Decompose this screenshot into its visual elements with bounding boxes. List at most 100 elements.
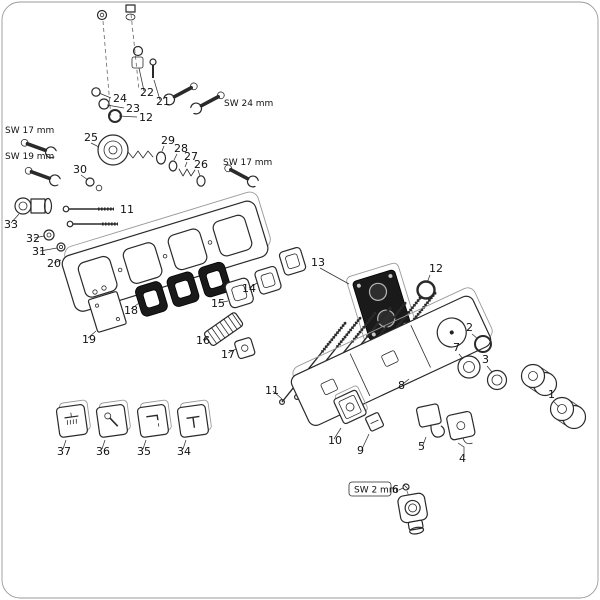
callout-1: 1	[548, 388, 560, 408]
wrench-sw24-icon-b	[186, 91, 225, 116]
part-sleeve-16	[203, 312, 244, 346]
callout-14: 14	[242, 282, 258, 295]
label-4: 4	[459, 452, 466, 465]
callout-20: 20	[47, 257, 62, 270]
callout-9: 9	[357, 433, 370, 457]
tool-label-sw17-right: SW 17 mm	[223, 158, 272, 168]
callout-8: 8	[398, 378, 410, 392]
label-9: 9	[357, 444, 364, 457]
part-handle-1-upper	[520, 363, 558, 397]
callout-26: 26	[194, 158, 208, 177]
part-handle-1-lower	[549, 396, 587, 430]
callout-35: 35	[137, 439, 151, 458]
callout-6: 6	[392, 483, 404, 496]
label-32: 32	[26, 232, 40, 245]
callout-19: 19	[82, 330, 97, 346]
label-33: 33	[4, 218, 18, 231]
callout-33: 33	[4, 213, 20, 231]
label-5: 5	[418, 440, 425, 453]
label-14: 14	[242, 282, 256, 295]
label-3: 3	[482, 353, 489, 366]
callout-23: 23	[106, 102, 140, 115]
part-wall-outlet	[397, 492, 428, 535]
label-18: 18	[124, 304, 138, 317]
label-37: 37	[57, 445, 71, 458]
callout-10: 10	[328, 427, 342, 447]
callout-22: 22	[138, 67, 154, 99]
label-35: 35	[137, 445, 151, 458]
label-13: 13	[311, 256, 325, 269]
callout-18: 18	[124, 302, 140, 317]
label-17: 17	[221, 348, 235, 361]
part-ring-3	[486, 369, 508, 391]
callout-15: 15	[211, 297, 229, 310]
label-25: 25	[84, 131, 98, 144]
callout-27: 27	[184, 150, 198, 168]
wrench-sw17-right-icon	[224, 164, 263, 189]
wrench-sw17-left-icon	[20, 138, 61, 159]
callout-17: 17	[221, 348, 237, 361]
label-10: 10	[328, 434, 342, 447]
callout-7: 7	[453, 341, 464, 360]
callout-3: 3	[482, 353, 493, 373]
callout-34: 34	[177, 439, 191, 458]
top-axis-parts	[96, 4, 140, 119]
label-11b: 11	[265, 384, 279, 397]
label-26: 26	[194, 158, 208, 171]
callout-28: 28	[173, 142, 188, 161]
parts-screws-11-upper	[62, 205, 118, 228]
callout-36: 36	[96, 439, 110, 458]
part-trim-panel	[290, 287, 493, 426]
label-21: 21	[156, 95, 170, 108]
label-16: 16	[196, 334, 210, 347]
part-button-36	[95, 399, 131, 438]
tool-label-sw24: SW 24 mm	[224, 99, 273, 109]
parts-checkvalve-29-26	[155, 151, 206, 187]
tool-label-sw2: SW 2 mm	[354, 486, 398, 496]
label-12b: 12	[429, 262, 443, 275]
callout-25: 25	[84, 131, 100, 148]
label-20: 20	[47, 257, 61, 270]
part-button-35	[136, 399, 172, 438]
parts-gaskets-18	[135, 261, 231, 317]
label-28: 28	[174, 142, 188, 155]
label-29: 29	[161, 134, 175, 147]
wrench-sw19-left-icon	[24, 166, 65, 187]
part-oring-12	[416, 280, 436, 300]
part-seal-15	[224, 277, 254, 309]
label-24: 24	[113, 92, 127, 105]
part-screw-21	[149, 58, 157, 78]
part-sleeve-7	[457, 355, 481, 379]
label-30: 30	[73, 163, 87, 176]
part-valve-33	[14, 197, 53, 215]
part-frame-20	[61, 191, 271, 312]
part-cap-22	[131, 45, 144, 69]
part-button-34	[176, 399, 212, 438]
callout-13: 13	[311, 256, 350, 285]
part-screw-6	[402, 483, 410, 498]
callout-37: 37	[57, 439, 71, 458]
callout-5: 5	[418, 436, 427, 453]
part-hook-5	[415, 403, 445, 438]
callout-4: 4	[457, 442, 466, 465]
part-seal-17	[234, 337, 256, 360]
label-2: 2	[466, 321, 473, 334]
parts-rings-32-31	[43, 229, 66, 252]
parts-30	[85, 177, 103, 192]
part-9	[365, 412, 384, 432]
tool-label-sw19-left: SW 19 mm	[5, 152, 54, 162]
label-15: 15	[211, 297, 225, 310]
callout-32: 32	[26, 232, 45, 245]
label-31: 31	[32, 245, 46, 258]
wrench-sw24-icon-a	[159, 82, 198, 107]
callout-12b: 12	[426, 262, 443, 284]
part-plate-19	[87, 285, 127, 333]
part-bracket-4	[446, 410, 476, 445]
label-34: 34	[177, 445, 191, 458]
label-23: 23	[126, 102, 140, 115]
label-19: 19	[82, 333, 96, 346]
label-11a: 11	[120, 203, 134, 216]
